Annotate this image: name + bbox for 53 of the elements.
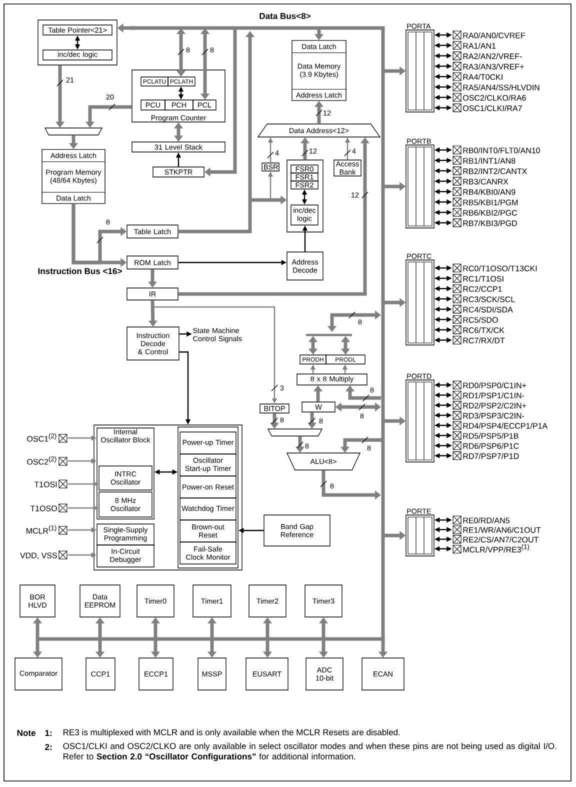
pin: RB7/KBI3/PGD <box>452 218 517 228</box>
pin: MCLR/VPP/RE3$^{(1)}$ <box>452 544 530 554</box>
pin: RC7/RX/DT <box>452 336 505 344</box>
pin: RD6/PSP6/P1C <box>452 441 519 450</box>
pin: RC6/TX/CK <box>452 326 504 334</box>
bus-label: Instruction Bus <16> <box>38 268 122 274</box>
block-frame <box>178 426 238 568</box>
note-number: 2: <box>45 744 52 750</box>
pin: RD3/PSP3/C2IN- <box>452 411 524 420</box>
pin: RD5/PSP5/P1B <box>452 431 518 440</box>
bus-label: Data Bus<8> <box>260 12 310 20</box>
pin: RA0/AN0/CVREF <box>452 30 526 40</box>
pin: RB2/INT2/CANTX <box>452 166 527 176</box>
pin: OSC1$^{(2)}$ <box>27 433 68 443</box>
note-heading: Note <box>17 730 36 736</box>
pin: RB5/KBI1/PGM <box>452 198 518 206</box>
pin: RD1/PSP1/C1IN- <box>452 390 524 400</box>
pin: RE1/WR/AN6/C1OUT <box>452 525 541 534</box>
pin: RC4/SDI/SDA <box>452 304 513 314</box>
pin: VDD, VSS <box>20 550 68 560</box>
block-frame <box>94 424 242 570</box>
pin: RA5/AN4/SS/HLVDIN <box>452 82 540 92</box>
pin: RA4/T0CKI <box>452 72 502 81</box>
pin: RB4/KBI0/AN9 <box>452 187 516 196</box>
block-frame <box>38 20 118 66</box>
pin: RD2/PSP2/C2IN+ <box>452 400 526 410</box>
pin: RC1/T1OSI <box>452 274 504 283</box>
pin: RA1/AN1 <box>452 41 496 50</box>
pin: MCLR$^{(1)}$ <box>26 525 68 535</box>
pin: T1OSI <box>34 480 68 488</box>
pin: RB3/CANRX <box>452 176 508 186</box>
pin: RE0/RD/AN5 <box>452 516 510 524</box>
pin: RC3/SCK/SCL <box>452 294 515 304</box>
pin: T1OSO <box>30 504 68 512</box>
pin: RD4/PSP4/ECCP1/P1A <box>452 421 548 430</box>
pin: RC0/T1OSO/T13CKI <box>452 264 537 272</box>
pin: RA3/AN3/VREF+ <box>452 62 524 70</box>
block-frame <box>286 160 324 232</box>
pin: RE2/CS/AN7/C2OUT <box>452 534 538 544</box>
pin: RD0/PSP0/C1IN+ <box>452 380 526 390</box>
pin: RC5/SDO <box>452 315 498 324</box>
pin: RB6/KBI2/PGC <box>452 208 518 217</box>
pin: OSC2/CLKO/RA6 <box>452 93 526 102</box>
note-text: OSC1/CLKI and OSC2/CLKO are only available in select oscillator modes and when these pins are not being used as digital I/O. Refer to Section 2.0 “Oscillator Configurations” for additional information. <box>63 742 556 762</box>
pin: RD7/PSP7/P1D <box>452 451 519 460</box>
pin: OSC2$^{(2)}$ <box>27 456 68 466</box>
pin: RA2/AN2/VREF- <box>452 52 522 60</box>
pin: RB0/INT0/FLT0/AN10 <box>452 146 540 154</box>
pin: OSC1/CLKI/RA7 <box>452 104 522 112</box>
note-text: RE3 is multiplexed with MCLR and is only available when the MCLR Resets are disabled. <box>64 729 400 737</box>
pin: RB1/INT1/AN8 <box>452 156 516 165</box>
pin: RC2/CCP1 <box>452 284 502 293</box>
note-number: 1: <box>45 730 52 736</box>
